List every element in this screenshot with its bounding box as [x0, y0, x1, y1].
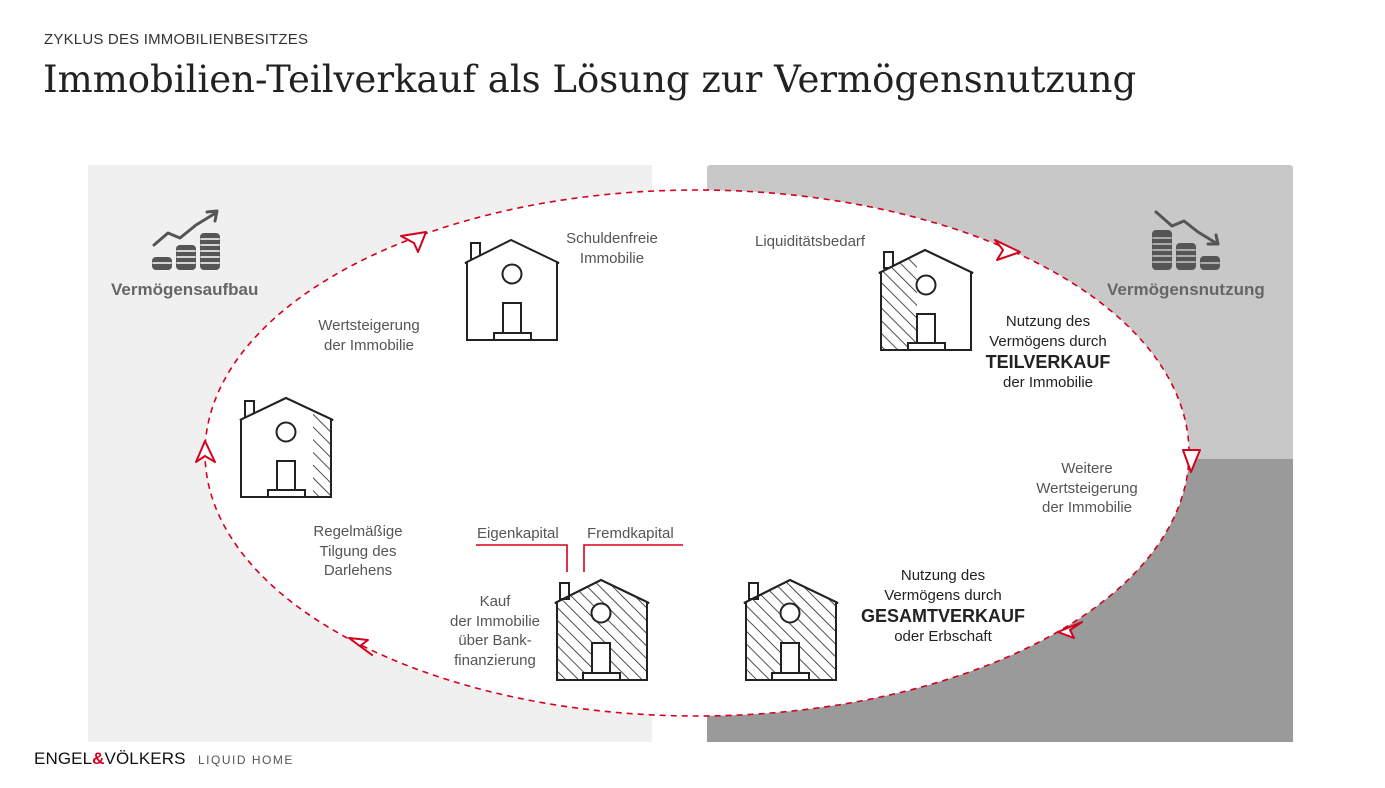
cycle-arrow-left: [195, 440, 216, 463]
label-repayment: Regelmäßige Tilgung des Darlehens: [313, 523, 403, 579]
phase-label-wealth-use: Vermögensnutzung: [1107, 280, 1265, 299]
house-icon-total-sale: [743, 578, 839, 681]
debt-underline: [583, 544, 683, 572]
cycle-arrow-right: [1182, 449, 1201, 473]
cycle-arrow-bottom-left: [348, 637, 373, 656]
falling-coins-chart-icon: [1152, 210, 1220, 270]
cycle-arrow-top-left: [400, 231, 427, 253]
cycle-ellipse: [205, 190, 1189, 716]
house-icon-partial-sale: [878, 248, 974, 351]
emphasis-total-sale: GESAMTVERKAUF: [860, 606, 1025, 626]
label-purchase: Kauf der Immobilie über Bank- finanzieru…: [449, 593, 541, 669]
cycle-arrow-top-right: [994, 239, 1021, 261]
brand-logo: ENGEL&VÖLKERS LIQUID HOME: [34, 749, 294, 768]
kicker-label: ZYKLUS DES IMMOBILIENBESITZES: [44, 31, 309, 48]
label-debt-free: Schuldenfreie Immobilie: [566, 230, 658, 267]
label-debt: Fremdkapital: [587, 525, 674, 542]
label-liquidity: Liquiditätsbedarf: [755, 233, 866, 250]
product-name: LIQUID HOME: [198, 753, 294, 767]
page-title: Immobilien-Teilverkauf als Lösung zur Ve…: [43, 58, 1137, 101]
rising-coins-chart-icon: [152, 209, 220, 270]
label-further-appreciation: Weitere Wertsteigerung der Immobilie: [1036, 460, 1138, 516]
cycle-arrow-bottom-right: [1057, 621, 1083, 639]
label-partial-sale: Nutzung des Vermögens durch TEILVERKAUF …: [968, 312, 1128, 393]
label-total-sale: Nutzung des Vermögens durch GESAMTVERKAU…: [848, 566, 1038, 647]
emphasis-partial-sale: TEILVERKAUF: [985, 352, 1111, 372]
equity-underline: [476, 544, 568, 572]
phase-label-wealth-building: Vermögensaufbau: [111, 280, 259, 299]
label-equity: Eigenkapital: [477, 525, 559, 542]
label-appreciation: Wertsteigerung der Immobilie: [318, 317, 420, 354]
house-icon-purchase: [554, 578, 650, 681]
house-icon-repayment: [239, 396, 334, 498]
house-icon-debt-free: [464, 238, 560, 341]
